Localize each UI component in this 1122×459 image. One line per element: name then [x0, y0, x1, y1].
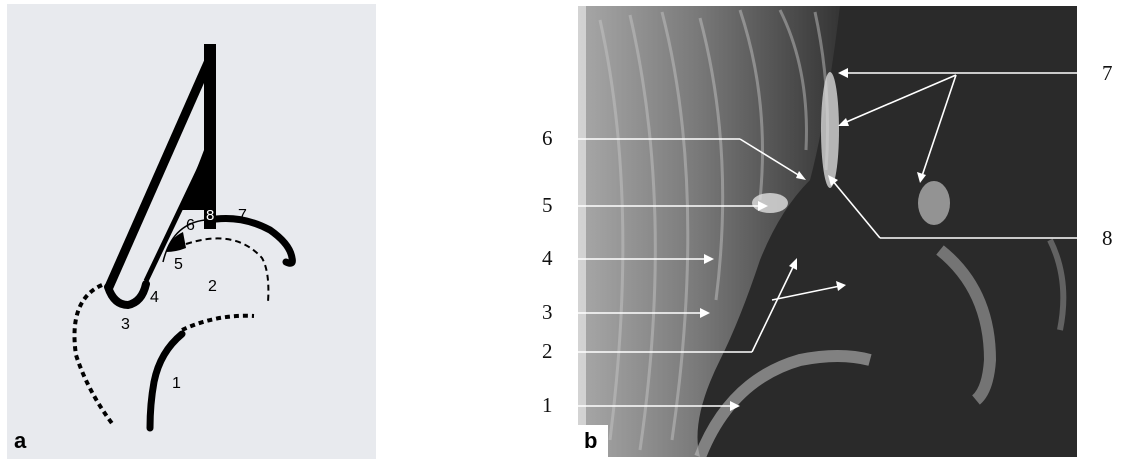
echo-ciliary: [918, 181, 950, 225]
label-b-7: 7: [1102, 61, 1113, 85]
echo-structure-5: [752, 193, 788, 213]
ultrasound-left-edge: [578, 6, 586, 457]
label-b-3: 3: [542, 300, 553, 324]
label-b-2: 2: [542, 339, 553, 363]
label-b-5: 5: [542, 193, 553, 217]
label-b-8: 8: [1102, 226, 1113, 250]
label-b-4: 4: [542, 246, 553, 270]
panel-b-letter: b: [584, 428, 597, 453]
echo-structure-7: [821, 72, 839, 188]
label-b-1: 1: [542, 393, 553, 417]
label-b-6: 6: [542, 126, 553, 150]
